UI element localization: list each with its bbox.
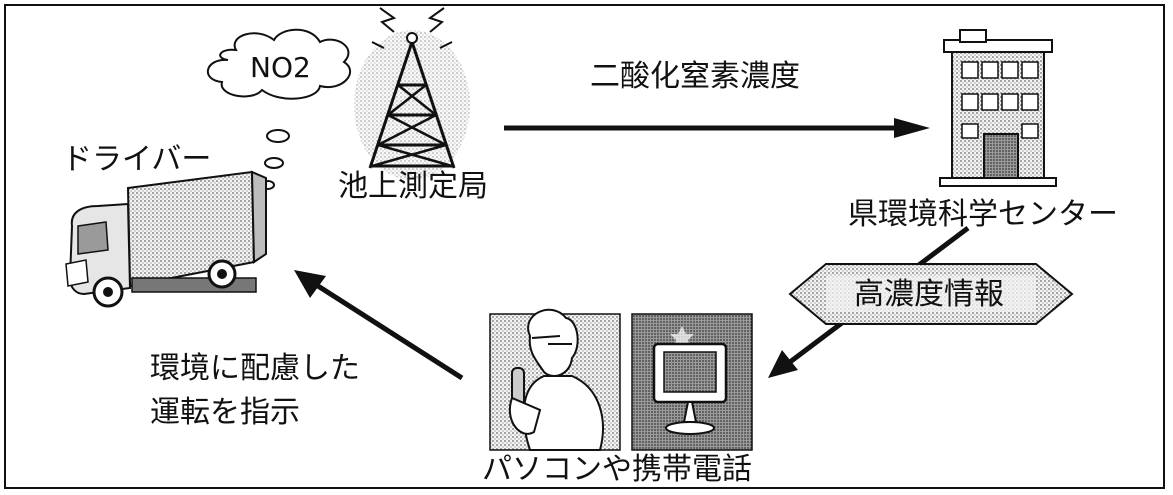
center-label: 県環境科学センター (848, 197, 1118, 232)
high-info-banner (788, 263, 1074, 325)
truck-icon (65, 170, 267, 308)
antenna-tower-icon (354, 7, 470, 180)
station-label: 池上測定局 (338, 169, 488, 204)
instruction-line1: 環境に配慮した (150, 351, 360, 386)
cloud-label: NO2 (250, 51, 311, 84)
person-with-phone-icon (489, 308, 621, 451)
high-info-label: 高濃度情報 (854, 277, 1004, 312)
no2-concentration-label: 二酸化窒素濃度 (590, 59, 800, 94)
devices-label: パソコンや携帯電話 (482, 452, 752, 487)
diagram-frame (4, 4, 1165, 489)
instruction-line2: 運転を指示 (150, 395, 300, 430)
computer-monitor-icon (631, 313, 753, 451)
arrow-devices-to-truck (316, 283, 464, 381)
driver-label: ドライバー (62, 142, 212, 177)
building-icon (939, 29, 1057, 187)
